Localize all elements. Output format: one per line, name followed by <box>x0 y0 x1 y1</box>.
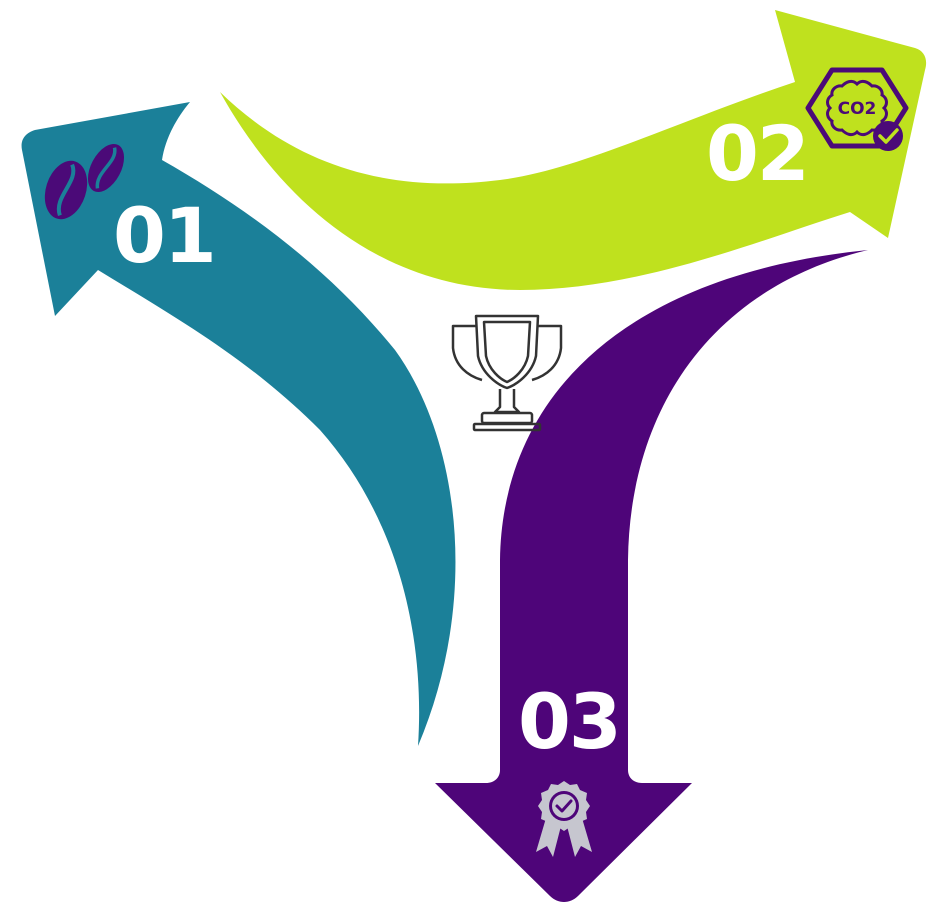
award-ribbon-check-icon <box>536 781 592 857</box>
step-03-number: 03 <box>518 677 620 766</box>
co2-check-badge-icon: CO2 <box>805 67 909 151</box>
trophy-icon <box>451 314 563 432</box>
arrow-step-01 <box>21 102 456 746</box>
svg-text:CO2: CO2 <box>838 99 877 119</box>
arrow-step-02 <box>220 10 927 290</box>
step-01-number: 01 <box>113 191 215 280</box>
coffee-beans-icon <box>44 143 125 220</box>
arrow-step-03 <box>435 250 868 902</box>
step-02-number: 02 <box>706 109 808 198</box>
